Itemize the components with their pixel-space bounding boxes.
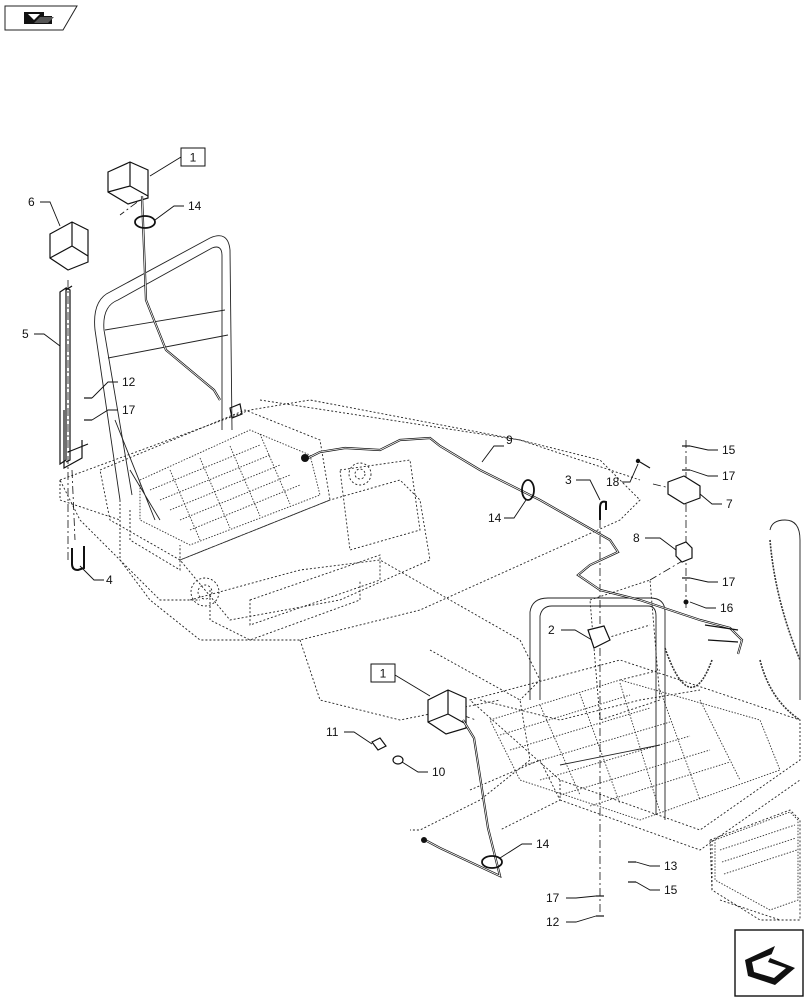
- callout-12-upper: 12: [91, 375, 136, 399]
- ref-box-lower-label: 1: [380, 667, 387, 681]
- svg-text:4: 4: [106, 573, 113, 587]
- svg-text:17: 17: [722, 575, 736, 589]
- callout-3: 3: [565, 473, 601, 501]
- wiring-harness: [301, 436, 744, 655]
- left-handrail: [94, 235, 233, 521]
- right-step-grate: [489, 679, 781, 821]
- callout-6: 6: [28, 195, 61, 227]
- nut-10: [392, 755, 404, 765]
- callout-4: 4: [79, 565, 113, 587]
- svg-text:3: 3: [565, 473, 572, 487]
- callout-18: 18: [606, 463, 639, 489]
- mounting-bracket: [667, 475, 701, 505]
- callout-17-lower: 17: [546, 891, 597, 905]
- callout-15-lower: 15: [635, 881, 678, 897]
- callout-14-upper: 14: [154, 199, 202, 221]
- svg-text:12: 12: [546, 915, 560, 929]
- callout-17-upper-left: 17: [91, 403, 136, 421]
- center-lines: [67, 189, 687, 915]
- svg-text:12: 12: [122, 375, 136, 389]
- work-lamp-lower: [427, 689, 467, 735]
- svg-text:10: 10: [432, 765, 446, 779]
- svg-text:14: 14: [188, 199, 202, 213]
- callout-16: 16: [689, 601, 734, 615]
- left-step-grate: [139, 429, 321, 546]
- nav-tab[interactable]: [4, 5, 78, 31]
- callout-7: 7: [699, 493, 733, 511]
- screw-18: [635, 458, 651, 469]
- work-lamp-upper: [107, 161, 149, 205]
- next-page-icon: [745, 946, 795, 985]
- ref-box-upper: 1: [149, 147, 206, 177]
- callout-2: 2: [548, 623, 593, 641]
- svg-text:2: 2: [548, 623, 555, 637]
- ref-box-lower: 1: [370, 663, 431, 697]
- svg-text:18: 18: [606, 475, 620, 489]
- svg-text:16: 16: [720, 601, 734, 615]
- u-bolt: [71, 546, 85, 572]
- svg-text:8: 8: [633, 531, 640, 545]
- callout-13: 13: [635, 859, 678, 873]
- cable-tie-middle: [521, 479, 535, 501]
- svg-text:15: 15: [722, 443, 736, 457]
- svg-text:9: 9: [506, 433, 513, 447]
- right-handrail: [529, 519, 801, 820]
- upper-lamp-harness: [140, 195, 243, 419]
- svg-text:17: 17: [122, 403, 136, 417]
- harness-clip: [587, 625, 611, 649]
- callout-15-upper: 15: [689, 443, 736, 457]
- harness-connector: [675, 541, 693, 563]
- svg-text:13: 13: [664, 859, 678, 873]
- svg-text:5: 5: [22, 327, 29, 341]
- bolt-11: [371, 737, 387, 751]
- lower-lamp-harness: [421, 719, 502, 878]
- callout-11: 11: [326, 725, 373, 745]
- svg-text:17: 17: [546, 891, 560, 905]
- svg-text:6: 6: [28, 195, 35, 209]
- nut-16: [683, 599, 689, 605]
- harness-hook: [599, 500, 607, 520]
- svg-text:7: 7: [726, 497, 733, 511]
- callout-12-lower: 12: [546, 915, 597, 929]
- previous-page-icon: [24, 12, 54, 24]
- callout-8: 8: [633, 531, 677, 551]
- svg-text:17: 17: [722, 469, 736, 483]
- next-page-button[interactable]: [734, 929, 804, 997]
- safety-chains: [664, 539, 801, 721]
- lamp-bracket-cover: [49, 221, 89, 271]
- lower-step-grate: [714, 811, 799, 911]
- svg-text:15: 15: [664, 883, 678, 897]
- callout-17-upper-right: 17: [689, 469, 736, 483]
- cable-tie-upper: [134, 215, 156, 229]
- svg-text:14: 14: [488, 511, 502, 525]
- svg-text:14: 14: [536, 837, 550, 851]
- callout-14-middle: 14: [488, 499, 527, 525]
- machine-frame: [59, 399, 801, 921]
- callout-14-lower: 14: [499, 837, 550, 859]
- callout-5: 5: [22, 327, 61, 347]
- ref-box-upper-label: 1: [190, 151, 197, 165]
- callout-9: 9: [481, 433, 513, 463]
- svg-text:11: 11: [326, 725, 339, 739]
- callout-10: 10: [401, 761, 446, 779]
- lamp-mast: [59, 285, 89, 470]
- callout-17-mid-right: 17: [689, 575, 736, 589]
- cable-tie-lower: [481, 855, 503, 869]
